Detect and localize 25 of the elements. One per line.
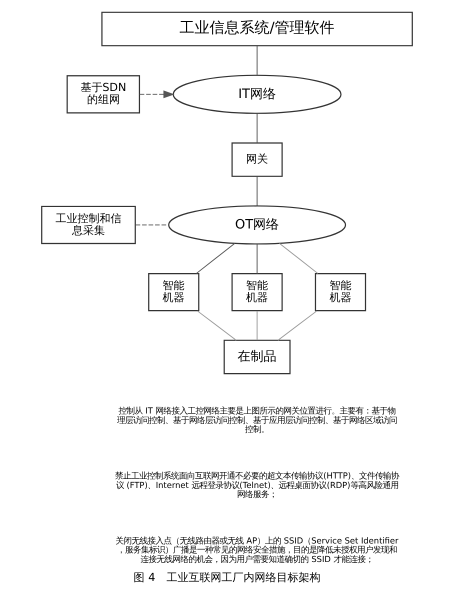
connector xyxy=(256,45,258,76)
connector xyxy=(196,310,237,341)
arrow xyxy=(139,90,175,98)
connector xyxy=(256,113,258,144)
connector xyxy=(278,310,318,341)
connector xyxy=(196,242,236,274)
connector xyxy=(279,242,318,274)
node-box: 智能机器 xyxy=(148,273,200,312)
node-box: 基于SDN的组网 xyxy=(66,75,140,114)
node-box: 智能机器 xyxy=(314,273,366,312)
node-ellipse: OT网络 xyxy=(168,205,346,245)
label: 关闭无线接入点（无线路由器或无线 AP）上的 SSID（Service Set Identifier，服务集标识）广播是一种常见的网络安全措施，目的是降低未授权用户发现和连接无线网络的机会，因为用户需要知道确切的 SSID 才能连接； xyxy=(116,535,398,564)
caption: 图 4 工业互联网工厂内网络目标架构 xyxy=(134,570,320,584)
node-box: 工业控制和信息采集 xyxy=(41,206,136,244)
connector xyxy=(256,244,258,274)
node-box: 智能机器 xyxy=(232,273,283,312)
connector xyxy=(256,176,258,206)
node-box: 工业信息系统/管理软件 xyxy=(101,12,413,46)
connector xyxy=(135,224,170,226)
connector xyxy=(256,310,258,341)
label: 禁止工业控制系统面向互联网开通不必要的超文本传输协议(HTTP)、文件传输协议 (FTP)、Internet 远程登录协议(Telnet)、远程桌面协议(RDP)等高风险通用网络服务； xyxy=(115,470,400,500)
node-box: 在制品 xyxy=(224,340,291,374)
node-ellipse: IT网络 xyxy=(172,74,342,114)
label: 控制从 IT 网络接入工控网络主要是上图所示的网关位置进行。主要有：基于物理层访问控制、基于网络层访问控制、基于应用层访问控制、基于网络区域访问控制。 xyxy=(117,406,398,434)
node-box: 网关 xyxy=(232,142,283,177)
